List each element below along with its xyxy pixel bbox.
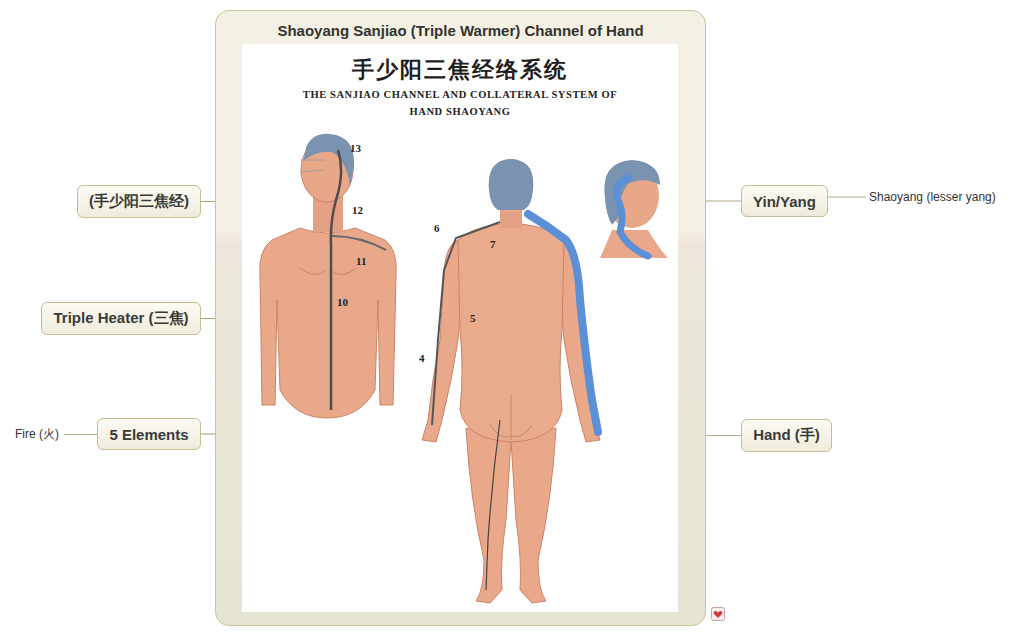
- topic-box: 5 Elements: [97, 418, 201, 450]
- branch-line: [706, 200, 741, 201]
- branch-line: [201, 433, 215, 434]
- topic-box: (手少阳三焦经): [77, 185, 201, 218]
- topic-text: (手少阳三焦经): [89, 192, 189, 211]
- topic-text: Triple Heater (三焦): [53, 309, 188, 328]
- subtopic-text: Shaoyang (lesser yang): [866, 188, 1001, 206]
- topic-text: 5 Elements: [109, 426, 188, 443]
- branch-line: [706, 435, 741, 436]
- front-figure: [260, 134, 397, 418]
- channel-illustration: [216, 11, 705, 625]
- topic-box: Hand (手): [741, 419, 832, 452]
- note-icon: [711, 607, 725, 621]
- back-figure: [422, 159, 600, 603]
- branch-line: [828, 196, 866, 197]
- branch-line: [201, 318, 215, 319]
- side-head: [600, 160, 668, 258]
- poster-sheet: [242, 44, 678, 612]
- topic-box: Yin/Yang: [741, 185, 828, 217]
- topic-text: Hand (手): [753, 426, 820, 445]
- topic-box: Triple Heater (三焦): [41, 302, 201, 335]
- central-topic: Shaoyang Sanjiao (Triple Warmer) Channel…: [215, 10, 706, 626]
- subtopic-text: Fire (火): [12, 424, 64, 445]
- topic-text: Shaoyang (lesser yang): [869, 190, 998, 204]
- branch-line: [64, 434, 97, 435]
- topic-text: Fire (火): [15, 426, 61, 443]
- branch-line: [201, 201, 215, 202]
- central-title: Shaoyang Sanjiao (Triple Warmer) Channel…: [216, 22, 705, 39]
- topic-text: Yin/Yang: [753, 193, 816, 210]
